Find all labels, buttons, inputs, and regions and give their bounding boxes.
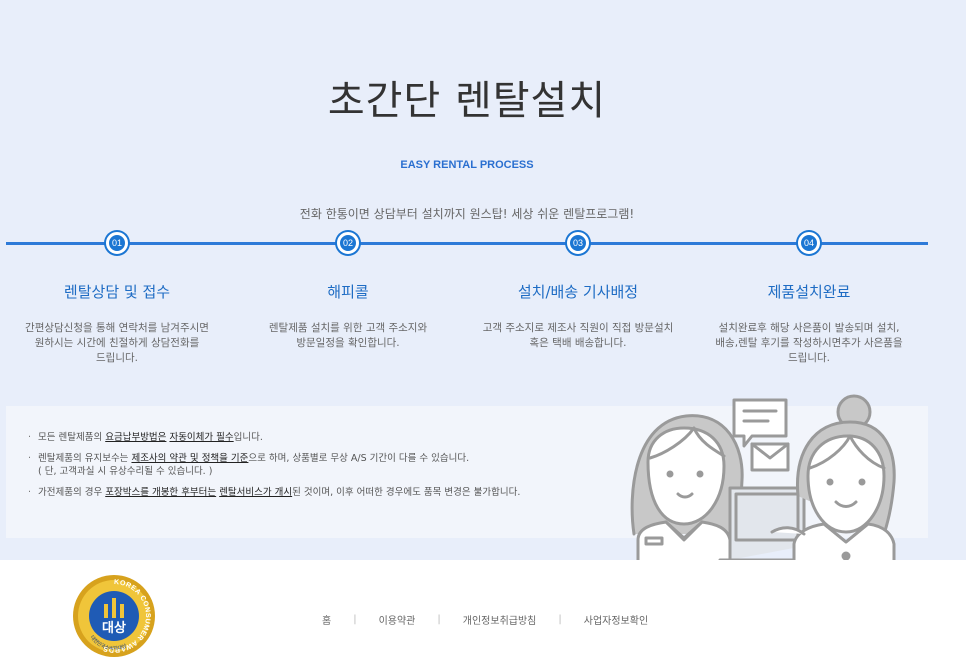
step-4-description: 설치완료후 해당 사은품이 발송되며 설치, 배송,렌탈 후기를 작성하시면추가…: [699, 321, 919, 366]
notice-emphasis: 포장박스를 개봉한 후부터는: [105, 487, 217, 498]
step-4-title: 제품설치완료: [767, 283, 851, 301]
step-1-description: 간편상담신청을 통해 연락처를 남겨주시면 원하시는 시간에 친절하게 상담전화…: [7, 321, 227, 366]
step-3-description: 고객 주소지로 제조사 직원이 직접 방문설치 혹은 택배 배송합니다.: [468, 321, 688, 351]
page-title: 초간단 렌탈설치: [327, 78, 607, 124]
step-2-desc-line: 렌탈제품 설치를 위한 고객 주소지와: [268, 322, 428, 334]
step-3-badge: 03: [567, 232, 589, 254]
step-2-title: 해피콜: [327, 283, 369, 301]
step-1-desc-line: 드립니다.: [96, 352, 138, 364]
step-1-desc-line: 간편상담신청을 통해 연락처를 남겨주시면: [25, 322, 209, 334]
process-subtitle: EASY RENTAL PROCESS: [400, 159, 534, 171]
step-3-title: 설치/배송 기사배정: [517, 283, 639, 301]
footer-link-home[interactable]: 홈: [322, 616, 332, 627]
step-progress-line: [6, 242, 928, 245]
footer-divider: |: [353, 614, 357, 625]
notice-item-payment: 모든 렌탈제품의 요금납부방법은 자동이체가 필수입니다.: [28, 431, 628, 444]
step-2-badge: 02: [337, 232, 359, 254]
step-4-desc-line: 설치완료후 해당 사은품이 발송되며 설치,: [718, 322, 900, 334]
footer-link-business-info[interactable]: 사업자정보확인: [583, 616, 649, 627]
footer: KOREA CONSUMER AWARDS 대상 대한민국소비자대상 홈 | 이…: [0, 560, 966, 663]
step-1-desc-line: 원하시는 시간에 친절하게 상담전화를: [34, 337, 200, 349]
consultants-illustration: [630, 394, 896, 560]
notice-item-maintenance: 렌탈제품의 유지보수는 제조사의 약관 및 정책을 기준으로 하며, 상품별로 …: [28, 452, 628, 478]
step-4-desc-line: 배송,렌탈 후기를 작성하시면추가 사은품을: [715, 337, 903, 349]
badge-main-text: 대상: [102, 621, 126, 636]
step-3-desc-line: 혹은 택배 배송합니다.: [529, 337, 627, 349]
step-1-badge: 01: [106, 232, 128, 254]
footer-link-terms[interactable]: 이용약관: [378, 616, 416, 627]
footer-divider: |: [437, 614, 441, 625]
footer-divider: |: [558, 614, 562, 625]
consumer-award-badge: KOREA CONSUMER AWARDS 대상 대한민국소비자대상: [73, 575, 155, 657]
step-3-desc-line: 고객 주소지로 제조사 직원이 직접 방문설치: [482, 322, 674, 334]
footer-nav: 홈 | 이용약관 | 개인정보취급방침 | 사업자정보확인: [300, 612, 670, 627]
step-2-desc-line: 방문일정을 확인합니다.: [296, 337, 400, 349]
notice-item-product-change: 가전제품의 경우 포장박스를 개봉한 후부터는 렌탈서비스가 개시된 것이며, …: [28, 486, 628, 499]
notice-emphasis: 요금납부방법은: [105, 432, 167, 443]
notice-emphasis: 렌탈서비스가 개시: [219, 487, 293, 498]
notice-emphasis: 자동이체가 필수: [169, 432, 234, 443]
notice-emphasis: 제조사의 약관 및 정책을 기준: [131, 453, 249, 464]
notice-list: 모든 렌탈제품의 요금납부방법은 자동이체가 필수입니다. 렌탈제품의 유지보수…: [28, 431, 628, 507]
step-4-desc-line: 드립니다.: [788, 352, 830, 364]
rental-process-section: 초간단 렌탈설치 EASY RENTAL PROCESS 전화 한통이면 상담부…: [0, 0, 966, 560]
step-4-badge: 04: [798, 232, 820, 254]
step-1-title: 렌탈상담 및 접수: [63, 283, 171, 301]
footer-link-privacy[interactable]: 개인정보취급방침: [462, 616, 537, 627]
notice-subnote: ( 단, 고객과실 시 유상수리될 수 있습니다. ): [38, 466, 213, 477]
process-tagline: 전화 한통이면 상담부터 설치까지 원스탑! 세상 쉬운 렌탈프로그램!: [299, 207, 635, 221]
step-2-description: 렌탈제품 설치를 위한 고객 주소지와 방문일정을 확인합니다.: [238, 321, 458, 351]
